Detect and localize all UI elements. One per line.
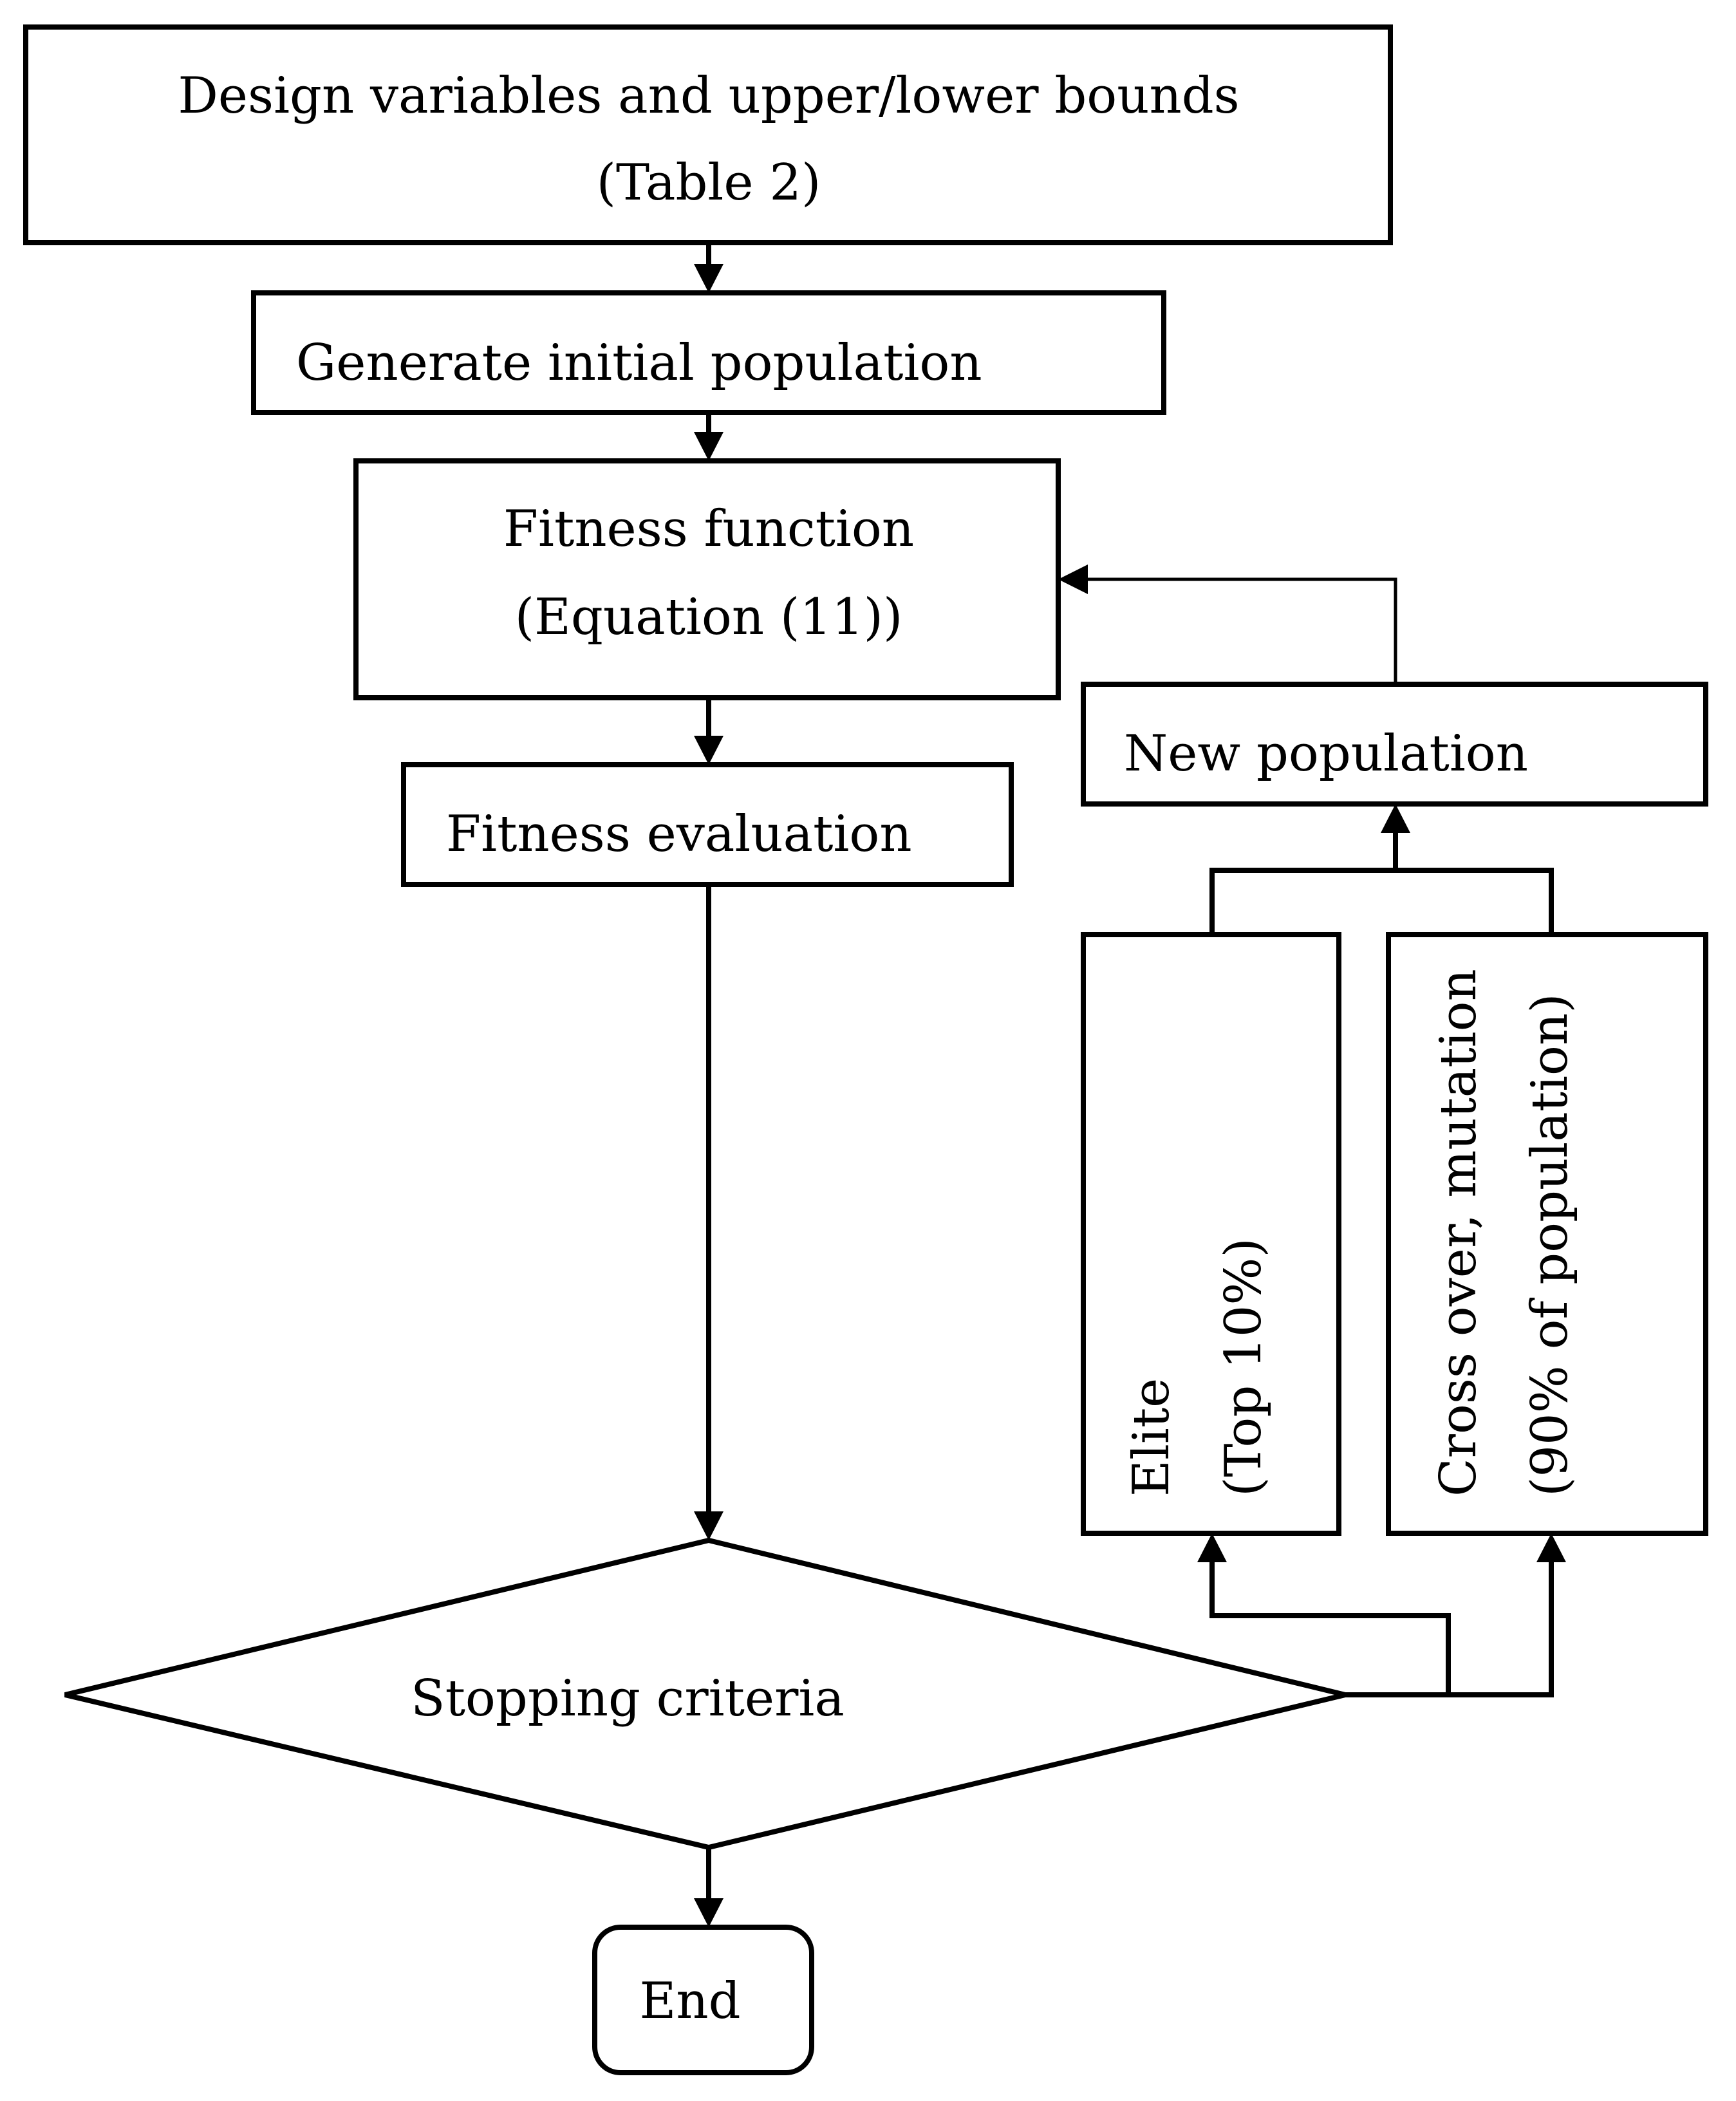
initial-population-label: Generate initial population: [296, 334, 982, 392]
stopping-criteria-label: Stopping criteria: [411, 1670, 845, 1728]
crossover-mutation-box: [1386, 932, 1708, 1536]
end-terminal: [592, 1925, 814, 2075]
crossover-share-label: (90% of population): [1521, 993, 1579, 1497]
end-label: End: [639, 1972, 740, 2030]
arrowhead-stopping-criteria: [694, 1511, 723, 1540]
connector-elite-crossover-merge: [1209, 868, 1554, 937]
fitness-evaluation-label: Fitness evaluation: [446, 805, 912, 863]
elite-box: [1081, 932, 1341, 1536]
arrowhead-initial: [694, 264, 723, 293]
fitness-function-equation-ref: (Equation (11)): [515, 588, 903, 646]
arrowhead-new-population: [1381, 804, 1410, 833]
arrowhead-end: [694, 1898, 723, 1927]
arrowhead-fitness-function: [694, 432, 723, 461]
arrowhead-crossover: [1536, 1533, 1566, 1562]
design-variables-label: Design variables and upper/lower bounds: [178, 67, 1239, 125]
elite-label: Elite: [1123, 1378, 1181, 1497]
elite-share-label: (Top 10%): [1215, 1238, 1273, 1497]
connectors: [694, 240, 1566, 1927]
design-variables-table-ref: (Table 2): [597, 154, 821, 212]
initial-population-box: [251, 290, 1166, 415]
crossover-mutation-label: Cross over, mutation: [1430, 969, 1488, 1497]
arrowhead-elite: [1197, 1533, 1227, 1562]
connector-stopping-to-elite: [1209, 1558, 1451, 1697]
connector-stopping-to-crossover: [1343, 1558, 1554, 1697]
arrowhead-feedback: [1058, 565, 1088, 594]
arrowhead-fitness-evaluation: [694, 736, 723, 765]
connector-new-population-to-fitness-function: [1087, 577, 1397, 684]
new-population-box: [1081, 682, 1708, 807]
fitness-function-box: [353, 458, 1061, 700]
design-variables-box: [23, 24, 1393, 245]
fitness-function-label: Fitness function: [503, 500, 914, 558]
new-population-label: New population: [1124, 725, 1528, 783]
